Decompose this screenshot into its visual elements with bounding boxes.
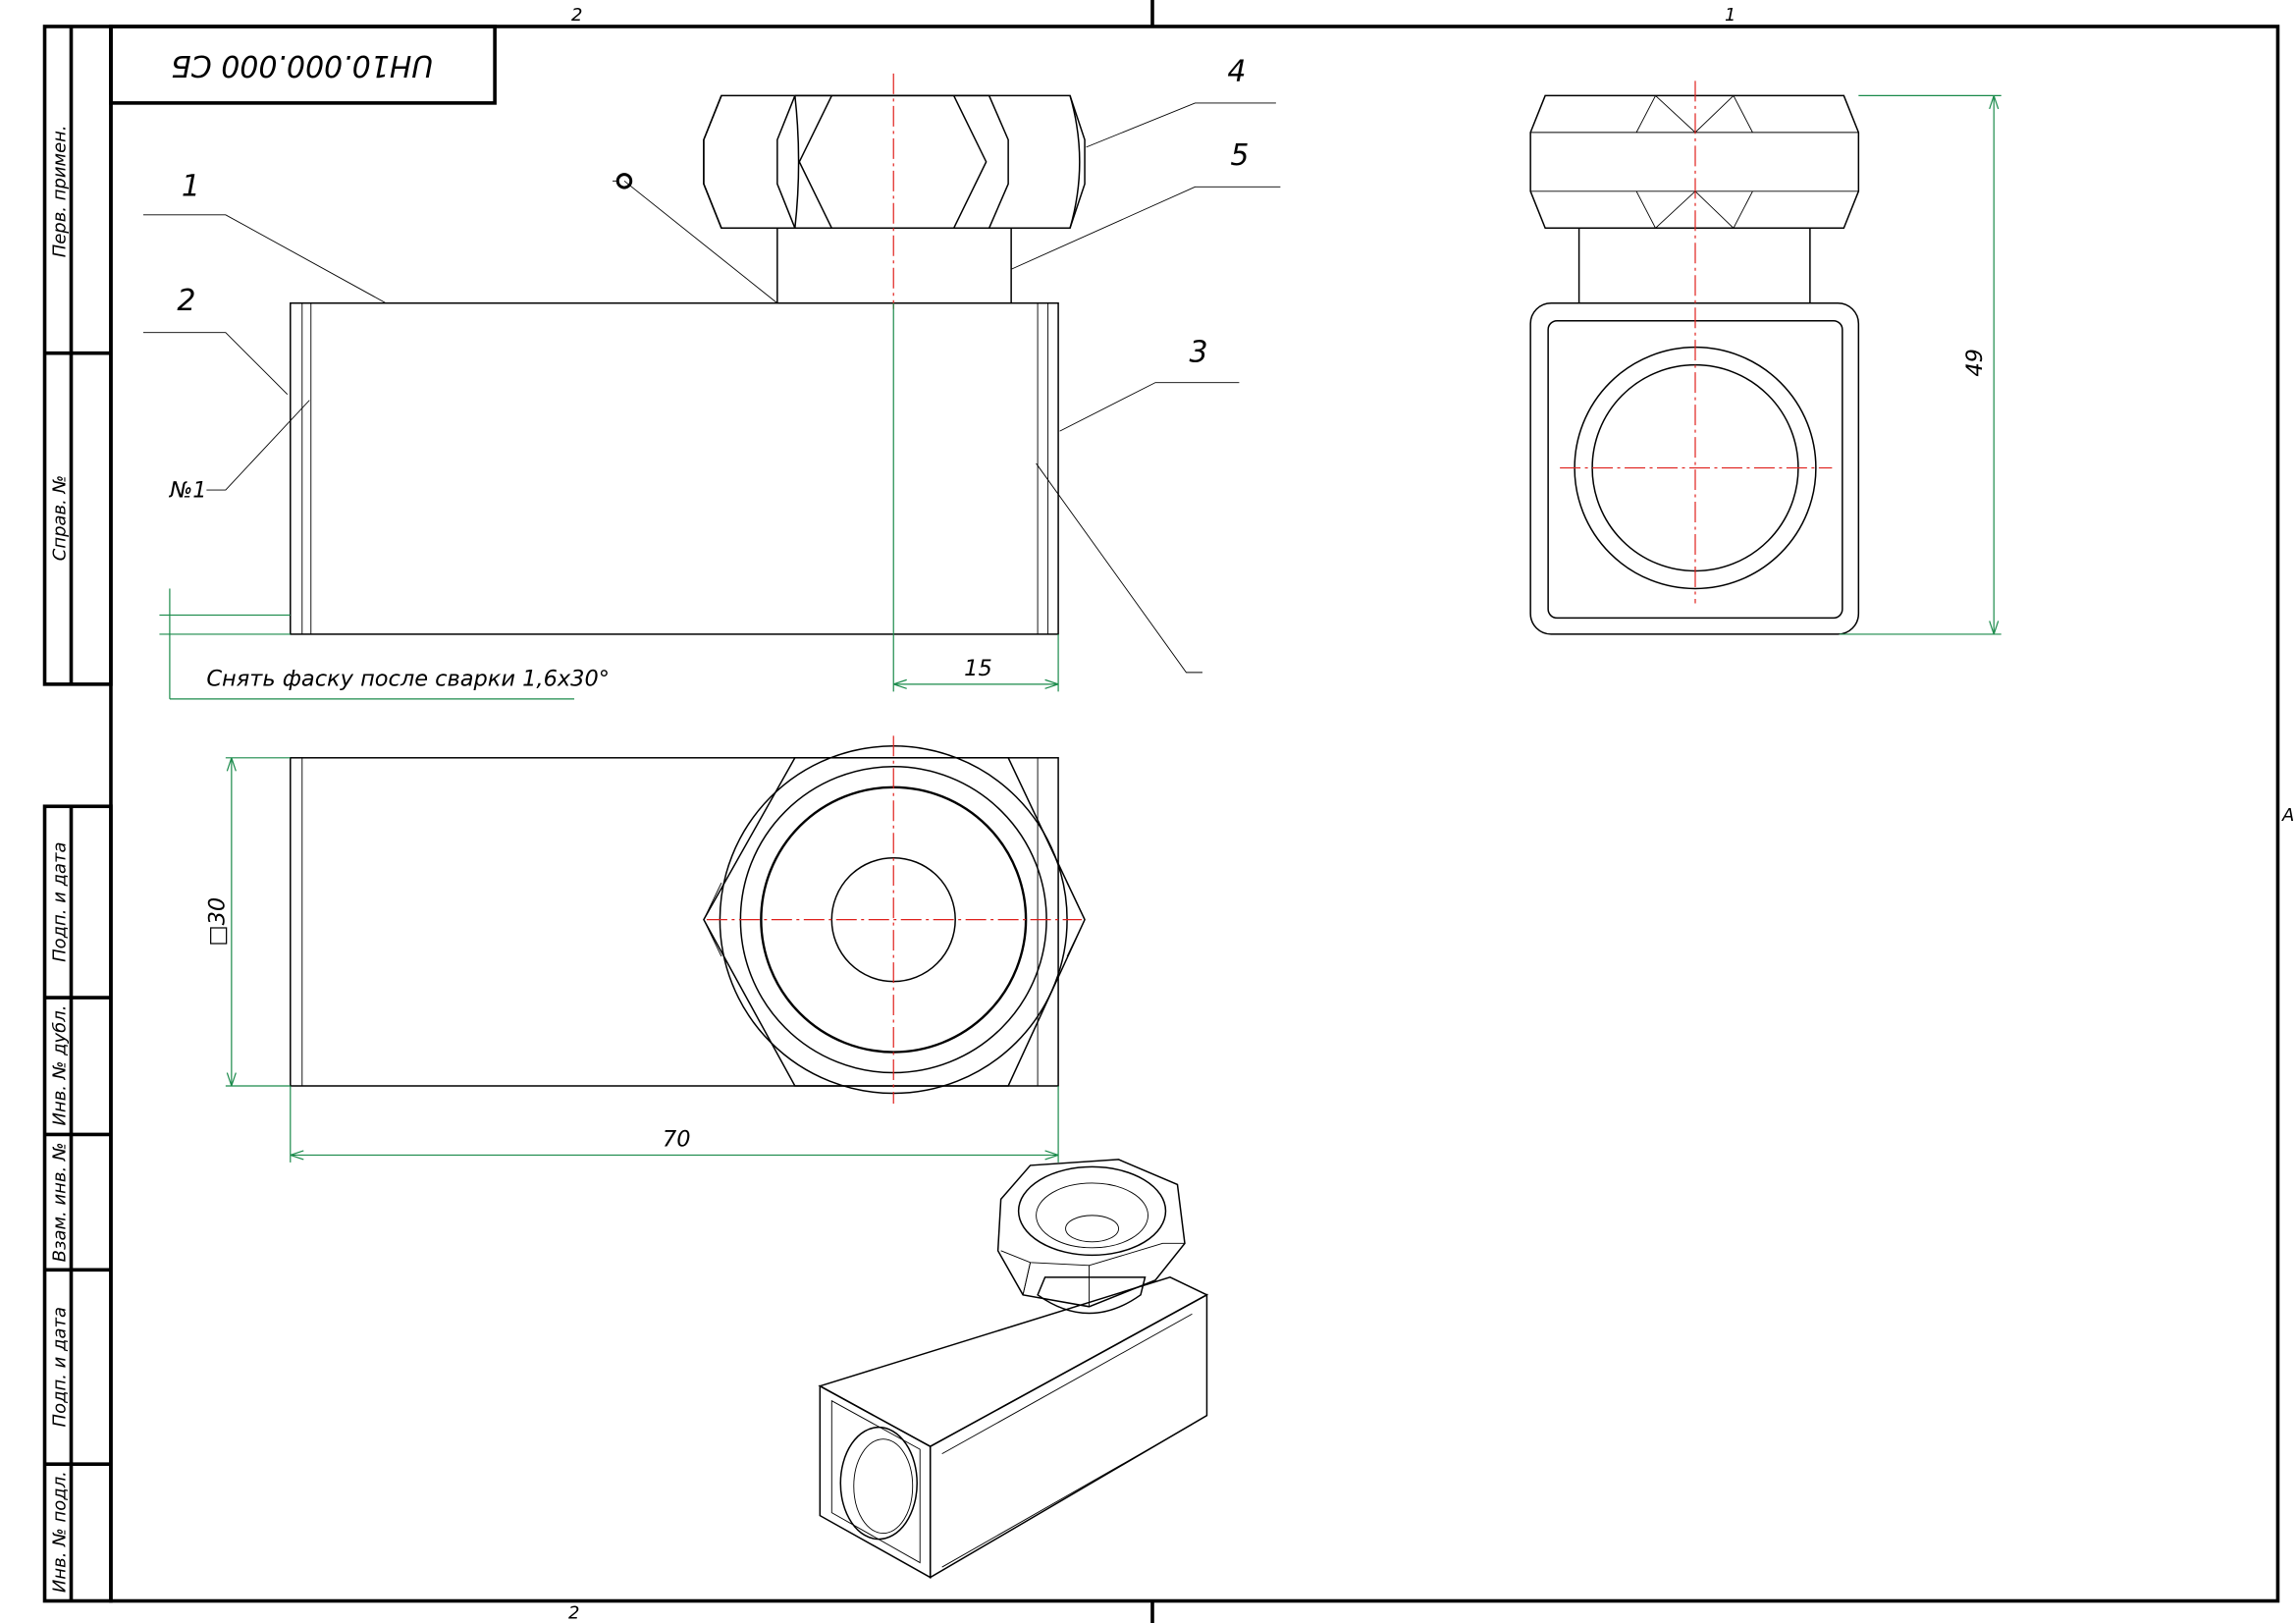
top-view [290,735,1086,1104]
dimension-15: 15 [893,633,1059,692]
zone-marker: A [2281,805,2294,826]
chamfer-dimension: Снять фаску после сварки 1,6x30° [159,588,610,700]
dimension-30: □30 [204,757,291,1087]
weld-label: №1 [169,478,207,504]
zone-marker: 1 [1725,5,1735,26]
callout-4: 4 [1227,54,1246,88]
front-view [290,73,1086,692]
margin-labels: Перв. примен. Справ. № Подп. и дата Инв.… [50,125,71,1593]
dimension-30-label: □30 [204,897,230,947]
side-view [1529,81,1860,635]
drawing-frame [42,0,2280,1623]
isometric-view [818,1159,1209,1579]
margin-label: Справ. № [50,475,71,561]
callout-3: 3 [1189,336,1207,370]
dimension-15-label: 15 [964,656,992,681]
chamfer-note: Снять фаску после сварки 1,6x30° [206,666,610,691]
dimension-49: 49 [1839,94,2002,635]
callout-1: 1 [182,169,200,203]
zone-marker: 2 [571,5,582,26]
dimension-70: 70 [290,1085,1059,1163]
drawing-number: UH10.000.000 СБ [171,48,433,82]
callouts: 1 2 3 4 5 №1 [142,54,1281,674]
title-stamp: UH10.000.000 СБ [109,25,497,105]
margin-label: Подп. и дата [50,841,71,961]
dimension-49-label: 49 [1962,349,1988,377]
callout-5: 5 [1230,138,1249,173]
margin-label: Перв. примен. [50,125,71,257]
margin-label: Подп. и дата [50,1307,71,1427]
margin-label: Инв. № дубл. [50,1005,71,1126]
dimension-70-label: 70 [663,1126,691,1152]
margin-label: Взам. инв. № [50,1142,71,1262]
callout-2: 2 [177,284,195,318]
margin-label: Инв. № подл. [50,1471,71,1593]
zone-marker: 2 [568,1603,579,1623]
